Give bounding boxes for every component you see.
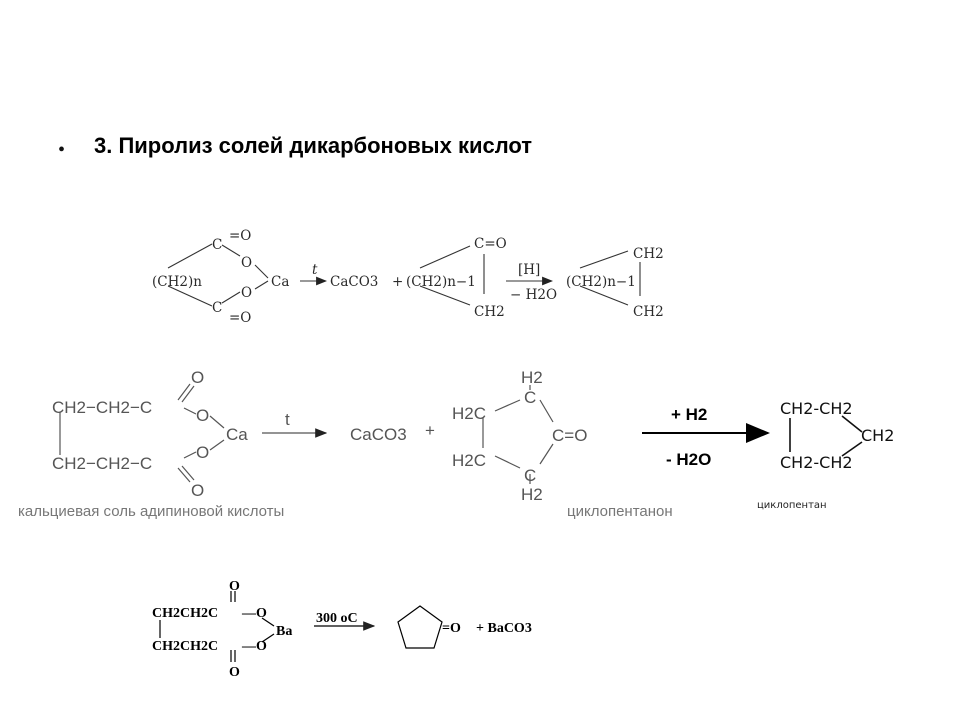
cyclopentane-caption: циклопентан	[757, 500, 827, 511]
reduction-plus-h2: + H2	[671, 405, 707, 424]
bullet-marker: •	[58, 139, 66, 161]
cyclopentane-bottom: CH2-CH2	[780, 453, 853, 472]
scheme-adipate	[59, 383, 554, 484]
adipate-plus: +	[425, 421, 435, 440]
adipate-oxygen-bottom: O	[191, 481, 204, 500]
ring-h2c-lower: H2C	[452, 451, 486, 470]
ketone-chain-label: (CH2)n−1	[406, 274, 476, 290]
scheme-general	[167, 243, 641, 307]
ring-h2-bottom: H2	[521, 485, 543, 504]
carbonyl-carbon-bottom: C	[212, 300, 222, 316]
reduction-minus-h2o: - H2O	[666, 450, 711, 469]
cycloalkane-ch2-bottom: CH2	[633, 304, 664, 320]
cyclopentane-right: CH2	[861, 426, 894, 445]
cycloalkane-chain-label: (CH2)n−1	[566, 274, 636, 290]
calcium-carbonate: CaCO3	[330, 274, 378, 290]
ring-h2-top: H2	[521, 368, 543, 387]
plus-sign-1: +	[392, 274, 403, 290]
ring-c-bottom: C	[524, 466, 536, 485]
scheme-adipate-text: CH2−CH2−C O O CH2−CH2−C O O Ca t CaCO3 +…	[18, 368, 673, 520]
adipate-oxygen-top: O	[191, 368, 204, 387]
ketone-ch2: CH2	[474, 304, 505, 320]
adipate-heat: t	[285, 410, 290, 429]
adipate-metal: Ca	[226, 425, 248, 444]
cycloalkane-ch2-top: CH2	[633, 246, 664, 262]
reduction-top-label: [H]	[518, 262, 540, 278]
carbonyl-oxygen-top: =O	[229, 228, 251, 244]
heat-condition: t	[312, 262, 318, 278]
ba-ester-o-bottom: —O	[241, 639, 267, 654]
cyclopentane: CH2-CH2 CH2-CH2 CH2 циклопентан	[757, 399, 894, 511]
scheme-general-text: (CH2)n C =O O O C =O Ca t CaCO3 + (CH2)n…	[152, 228, 664, 326]
cyclopentane-top: CH2-CH2	[780, 399, 853, 418]
adipate-row-top: CH2−CH2−C	[52, 398, 152, 417]
metal-ca: Ca	[271, 274, 289, 290]
adipate-ester-o-bottom: O	[196, 443, 209, 462]
adipate-caption: кальциевая соль адипиновой кислоты	[18, 503, 284, 520]
salt-chain-label: (CH2)n	[152, 274, 202, 290]
carbonyl-carbon-top: C	[212, 237, 222, 253]
ba-row-top: CH2CH2C	[152, 606, 218, 621]
ba-oxygen-bottom: O	[229, 665, 240, 680]
ba-row-bottom: CH2CH2C	[152, 639, 218, 654]
ba-ester-o-top: —O	[241, 606, 267, 621]
ring-carbonyl: C=O	[552, 426, 587, 445]
reduction-bottom-label: − H2O	[510, 287, 557, 303]
carbonyl-oxygen-bottom: =O	[229, 310, 251, 326]
ketone-carbonyl: C=O	[474, 236, 507, 252]
ring-h2c-upper: H2C	[452, 404, 486, 423]
reduction-step: + H2 - H2O	[642, 405, 770, 469]
ester-oxygen-top: O	[241, 255, 252, 271]
ba-ketone-oxygen: =O	[442, 621, 461, 636]
adipate-row-bottom: CH2−CH2−C	[52, 454, 152, 473]
ester-oxygen-bottom: O	[241, 285, 252, 301]
ba-metal: Ba	[276, 624, 292, 639]
ring-c-top: C	[524, 388, 536, 407]
cyclopentanone-caption: циклопентанон	[567, 503, 673, 520]
ba-oxygen-top: O	[229, 579, 240, 594]
ba-byproduct: + BaCO3	[476, 621, 532, 636]
scheme-barium-text: CH2CH2C O —O CH2CH2C —O O Ba 300 oC =O +…	[152, 579, 532, 680]
scheme-barium	[159, 591, 443, 662]
adipate-ester-o-top: O	[196, 406, 209, 425]
ba-condition: 300 oC	[316, 611, 358, 626]
slide-heading: 3. Пиролиз солей дикарбоновых кислот	[94, 133, 533, 158]
adipate-caco3: CaCO3	[350, 425, 407, 444]
